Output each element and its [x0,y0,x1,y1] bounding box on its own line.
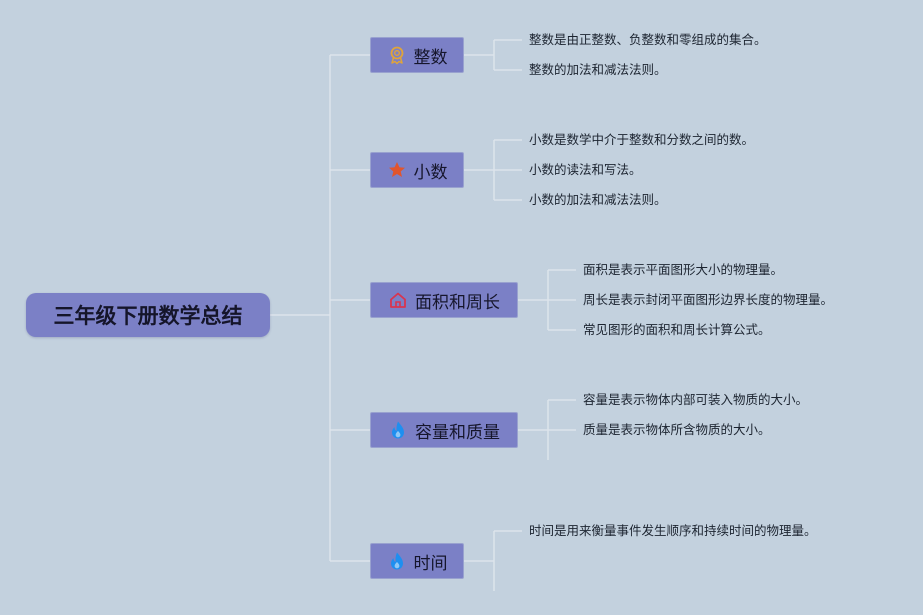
leaf-item[interactable]: 整数是由正整数、负整数和零组成的集合。 [529,32,767,47]
branch-label: 小数 [413,162,448,183]
star-icon [388,162,405,177]
award-medal-icon [390,46,403,65]
leaf-item[interactable]: 面积是表示平面图形大小的物理量。 [583,262,784,277]
leaf-item[interactable]: 周长是表示封闭平面图形边界长度的物理量。 [583,292,834,307]
branch-node-time[interactable]: 时间 [370,543,464,579]
branch-label: 面积和周长 [415,292,500,313]
leaf-item[interactable]: 小数是数学中介于整数和分数之间的数。 [529,132,755,147]
home-icon [390,292,406,308]
root-node[interactable]: 三年级下册数学总结 [26,293,270,337]
branch-node-capacity-mass[interactable]: 容量和质量 [370,412,518,448]
branch-label: 整数 [413,47,448,68]
root-node-label: 三年级下册数学总结 [53,304,243,328]
branch-label: 时间 [413,553,448,574]
branch-node-decimals[interactable]: 小数 [370,152,464,188]
leaf-item[interactable]: 小数的读法和写法。 [529,162,642,177]
leaf-item[interactable]: 质量是表示物体所含物质的大小。 [583,422,771,437]
leaf-item[interactable]: 小数的加法和减法法则。 [529,192,667,207]
leaf-item[interactable]: 整数的加法和减法法则。 [529,62,667,77]
branch-label: 容量和质量 [415,422,500,443]
flame-icon [392,421,404,439]
leaf-item[interactable]: 时间是用来衡量事件发生顺序和持续时间的物理量。 [529,523,817,538]
flame-icon [390,552,403,570]
leaf-item[interactable]: 常见图形的面积和周长计算公式。 [583,322,771,337]
branch-node-area-perimeter[interactable]: 面积和周长 [370,282,518,318]
branch-node-integers[interactable]: 整数 [370,37,464,73]
leaf-item[interactable]: 容量是表示物体内部可装入物质的大小。 [583,392,809,407]
